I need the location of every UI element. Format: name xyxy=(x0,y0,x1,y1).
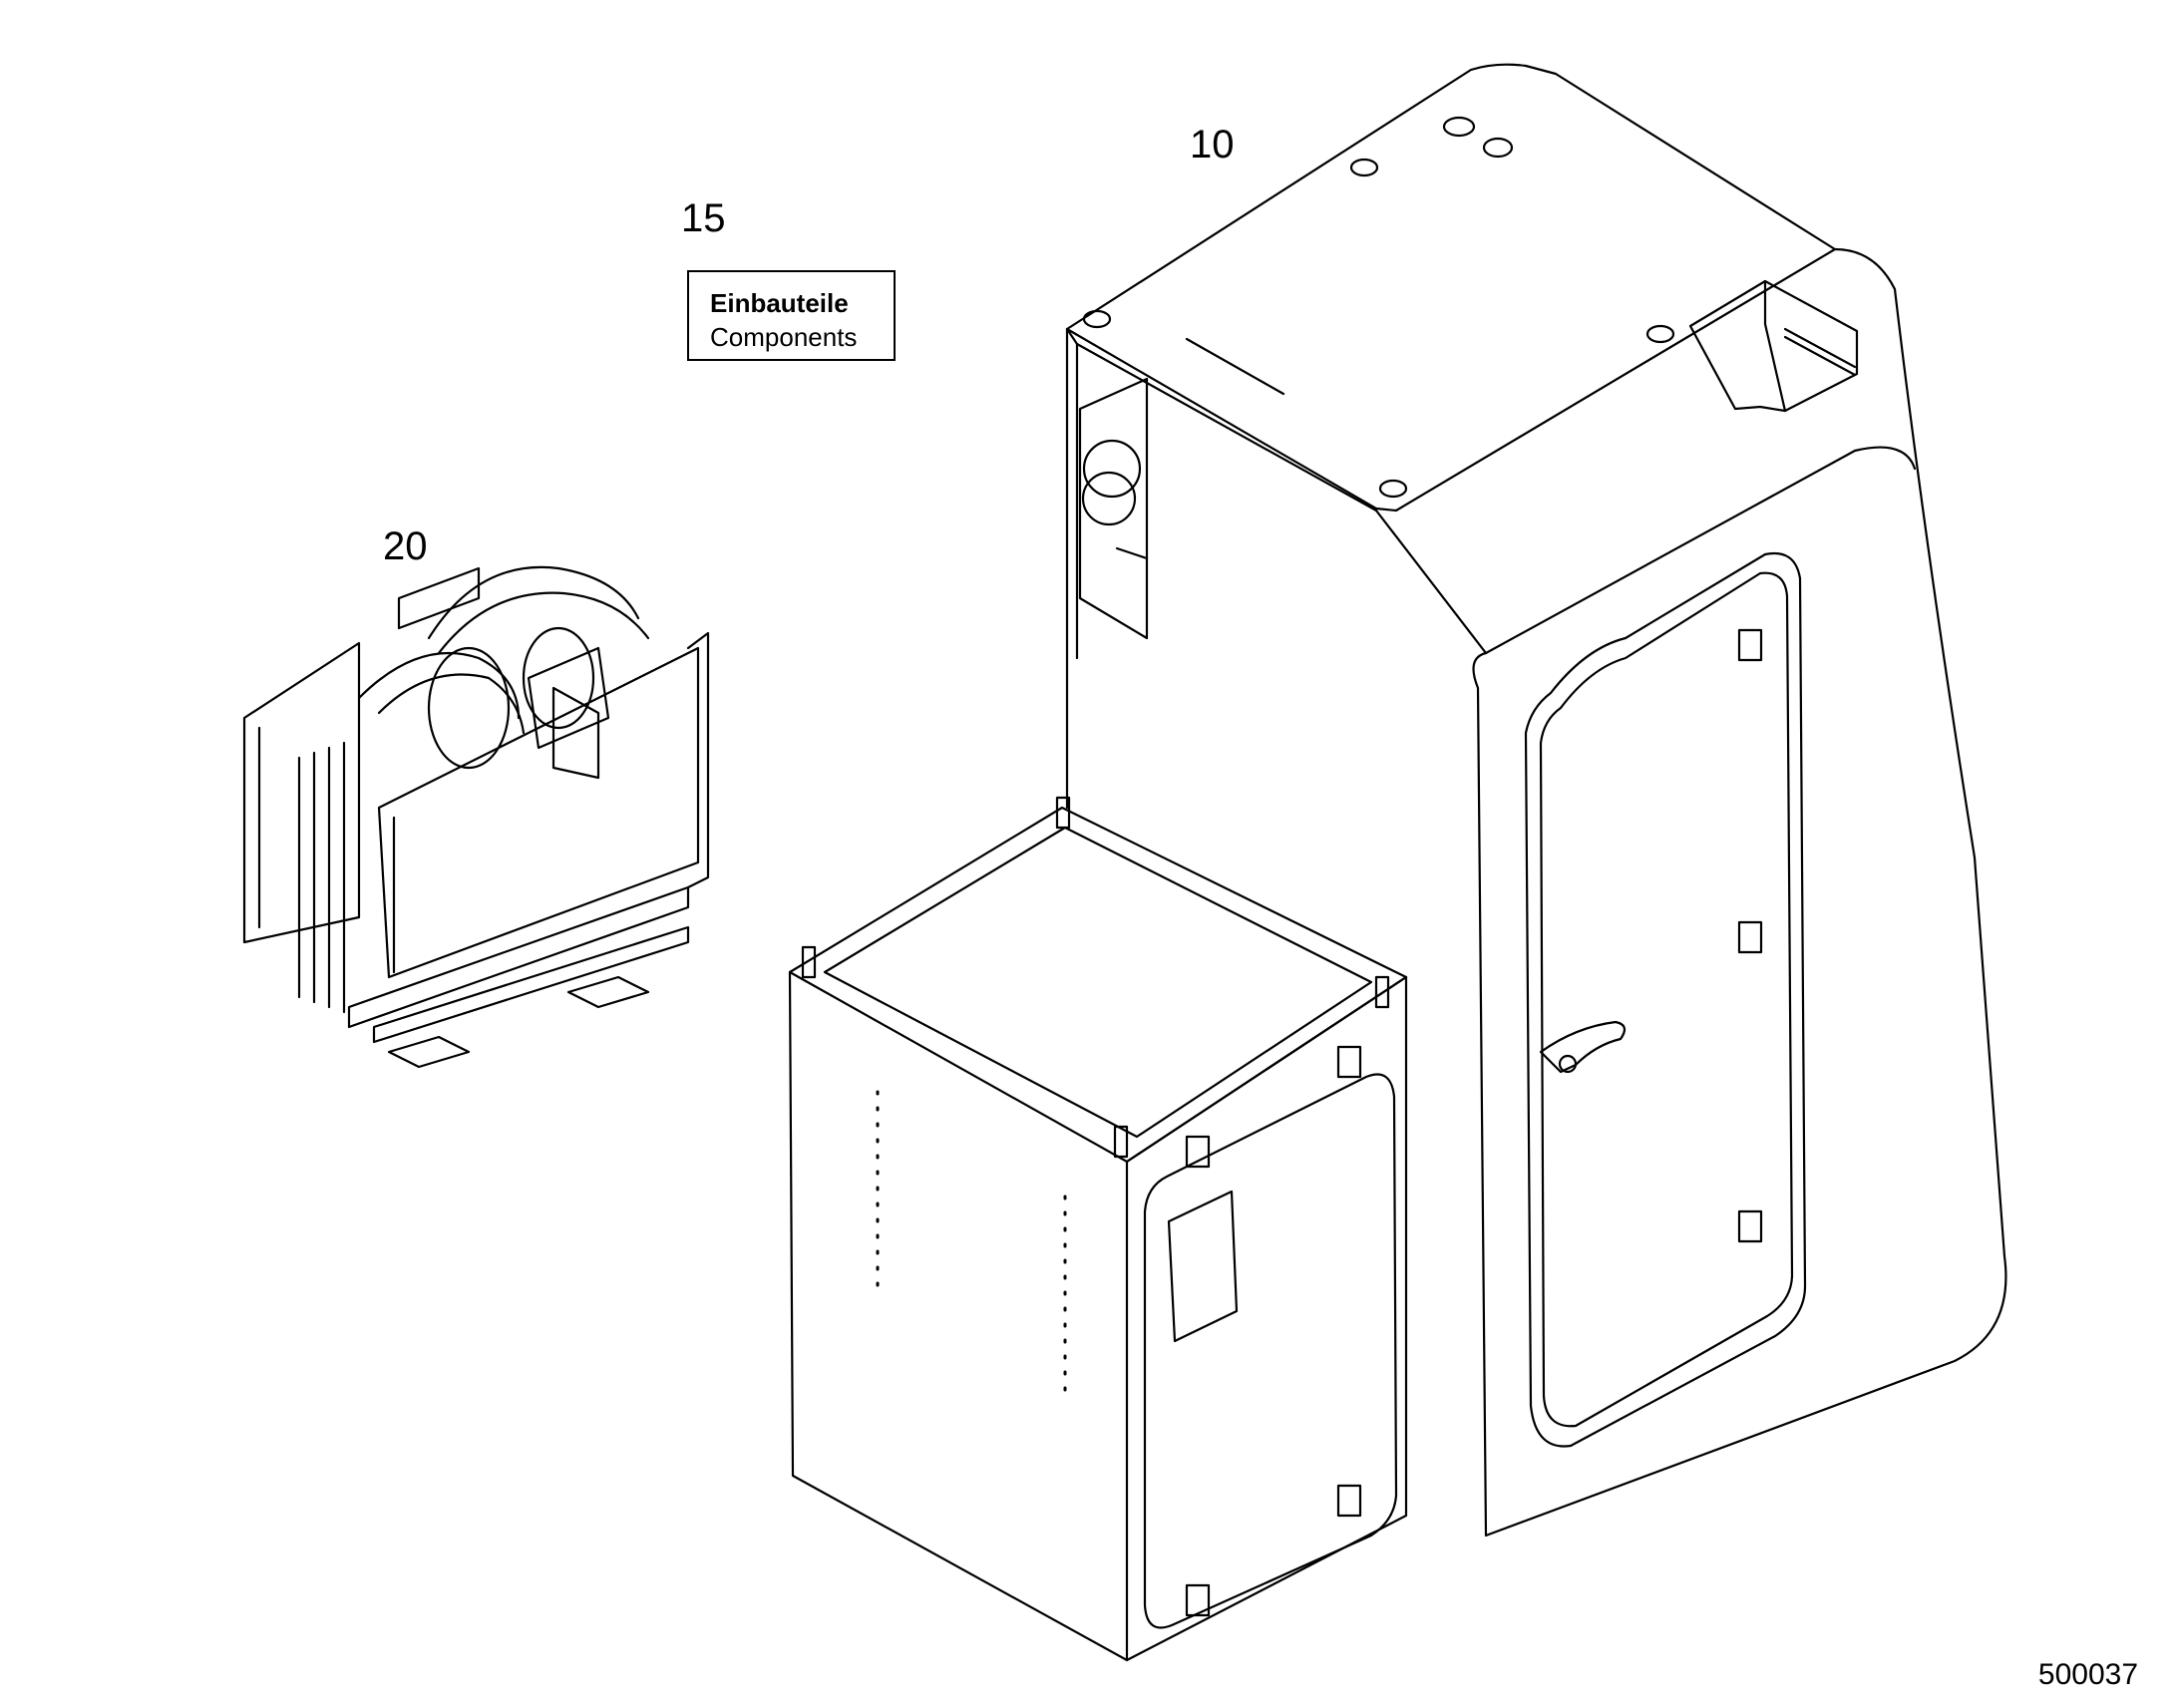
components-label: Einbauteile Components xyxy=(687,270,896,361)
callout-item-15: 15 xyxy=(681,196,726,240)
label-german: Einbauteile xyxy=(710,288,849,318)
power-unit-assembly xyxy=(242,565,710,1069)
cabinet-assembly xyxy=(1065,63,2007,1537)
lower-cabinet xyxy=(788,796,1408,1662)
callout-item-10: 10 xyxy=(1190,123,1235,167)
callout-item-20: 20 xyxy=(383,524,428,568)
label-english: Components xyxy=(710,322,858,352)
drawing-number: 500037 xyxy=(2037,1658,2138,1691)
